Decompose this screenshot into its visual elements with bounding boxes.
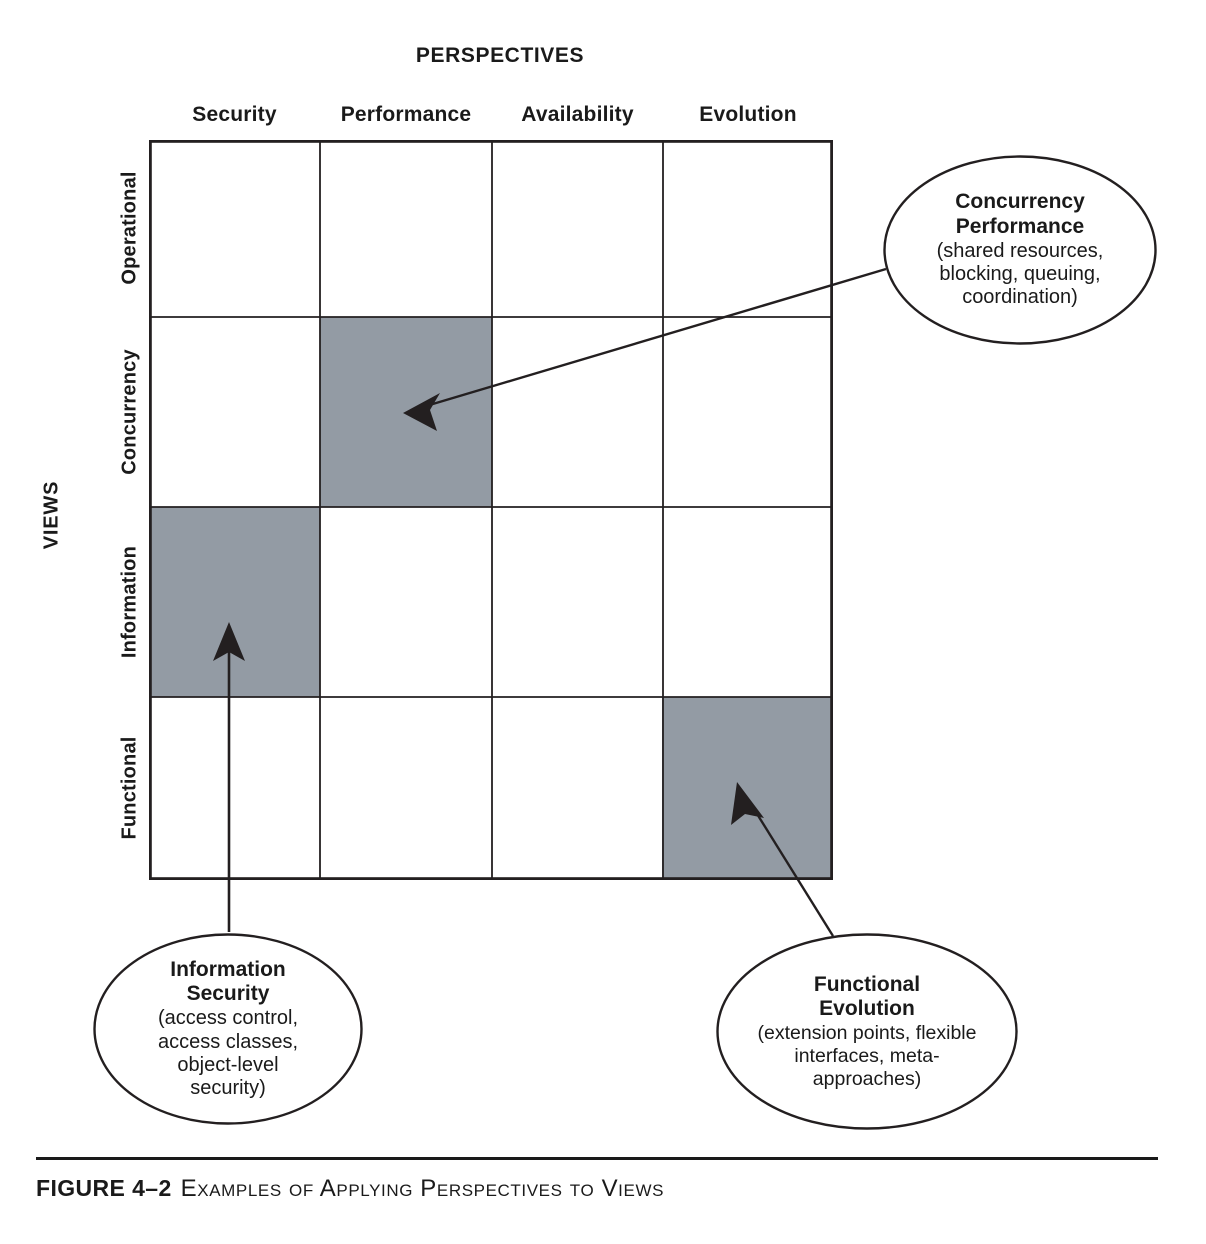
- column-header-security: Security: [192, 103, 277, 126]
- callout-text-block: Information Security (access control, ac…: [93, 933, 363, 1125]
- callout-functional-evolution[interactable]: Functional Evolution (extension points, …: [716, 933, 1018, 1130]
- grid-outer-border: [149, 140, 833, 880]
- callout-title-information-security: Information Security: [170, 957, 286, 1006]
- column-header-evolution: Evolution: [699, 103, 797, 126]
- callout-information-security[interactable]: Information Security (access control, ac…: [93, 933, 363, 1125]
- perspectives-axis-title: PERSPECTIVES: [415, 44, 585, 67]
- callout-text-block: Concurrency Performance (shared resource…: [883, 155, 1157, 345]
- figure-caption-text: Examples of Applying Perspectives to Vie…: [180, 1175, 665, 1202]
- row-label-operational: Operational: [118, 171, 141, 285]
- callout-title-concurrency-performance: Concurrency Performance: [955, 190, 1085, 238]
- column-header-availability: Availability: [521, 103, 634, 126]
- matrix-grid: [149, 140, 833, 880]
- callout-body-information-security: (access control, access classes, object-…: [157, 1007, 299, 1100]
- callout-ellipse-outline: [716, 933, 1018, 1130]
- callout-title-functional-evolution: Functional Evolution: [813, 972, 921, 1021]
- column-header-performance: Performance: [340, 103, 472, 126]
- cell-functional-evolution[interactable]: [662, 697, 833, 880]
- cell-information-security[interactable]: [149, 507, 320, 697]
- cell-concurrency-performance[interactable]: [320, 317, 492, 507]
- callout-body-functional-evolution: (extension points, flexible interfaces, …: [757, 1022, 977, 1090]
- views-axis-title: VIEWS: [40, 480, 63, 550]
- caption-divider-rule: [36, 1157, 1158, 1160]
- callout-ellipse-outline: [883, 155, 1157, 345]
- row-label-information: Information: [118, 545, 141, 659]
- row-label-concurrency: Concurrency: [118, 349, 141, 475]
- callout-concurrency-performance[interactable]: Concurrency Performance (shared resource…: [883, 155, 1157, 345]
- callout-body-concurrency-performance: (shared resources, blocking, queuing, co…: [936, 240, 1104, 309]
- grid-inner-lines: [149, 140, 833, 880]
- figure-caption-number: FIGURE 4–2: [36, 1175, 172, 1201]
- figure-caption: FIGURE 4–2 Examples of Applying Perspecti…: [36, 1175, 1166, 1203]
- callout-text-block: Functional Evolution (extension points, …: [716, 933, 1018, 1130]
- row-label-functional: Functional: [118, 736, 141, 840]
- callout-ellipse-outline: [93, 933, 363, 1125]
